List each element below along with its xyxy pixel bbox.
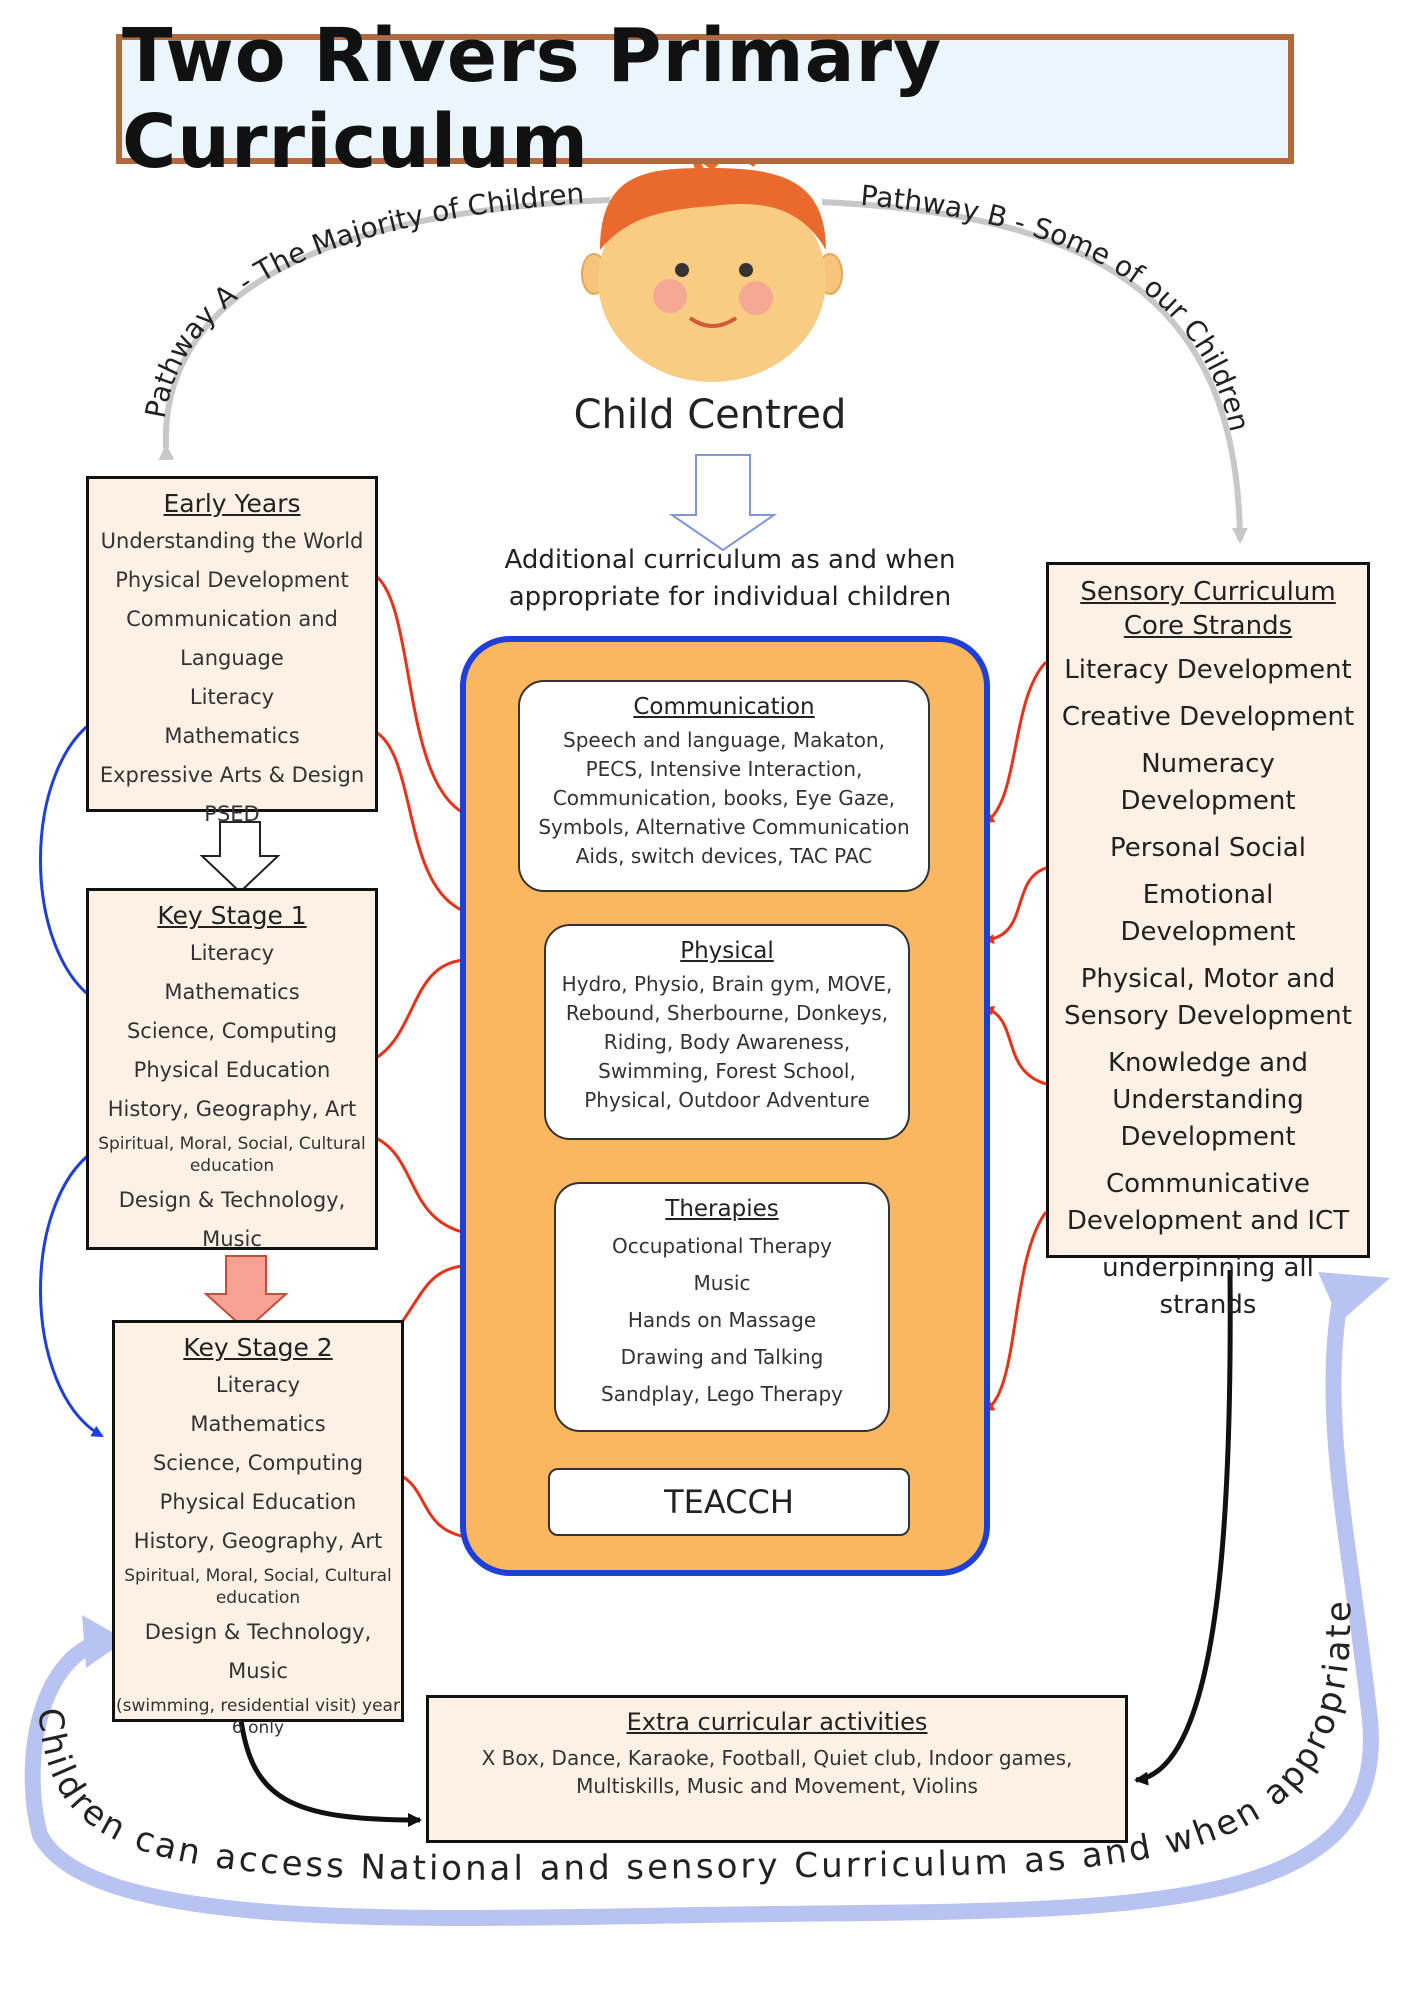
key-stage-1-box: Key Stage 1 Literacy Mathematics Science… bbox=[86, 888, 378, 1251]
therapies-card: Therapies Occupational Therapy Music Han… bbox=[554, 1182, 890, 1432]
key-stage-1-item: Mathematics bbox=[164, 980, 300, 1004]
additional-curriculum-panel: Communication Speech and language, Makat… bbox=[460, 636, 990, 1576]
early-years-item: Understanding the World bbox=[100, 529, 364, 553]
sensory-subheading: Core Strands bbox=[1123, 611, 1293, 641]
sensory-to-extra-arrow bbox=[1134, 1269, 1233, 1786]
down-arrow-icon bbox=[668, 454, 778, 552]
ks2-to-extra-arrow bbox=[237, 1711, 422, 1827]
communication-text: Speech and language, Makaton, PECS, Inte… bbox=[538, 728, 910, 868]
physical-text: Hydro, Physio, Brain gym, MOVE, Rebound,… bbox=[561, 972, 893, 1112]
communication-heading: Communication bbox=[633, 694, 815, 720]
sensory-item: Personal Social bbox=[1110, 833, 1306, 863]
page-title: Two Rivers Primary Curriculum bbox=[122, 13, 943, 185]
teacch-label: TEACCH bbox=[664, 1483, 794, 1521]
pathway-b-label: Pathway B - Some of our Children bbox=[859, 179, 1256, 435]
key-stage-2-item: Spiritual, Moral, Social, Cultural educa… bbox=[124, 1566, 392, 1608]
loop-arrowhead-right-icon bbox=[1318, 1272, 1390, 1322]
pathway-a-arrow bbox=[158, 197, 611, 461]
early-years-item: Expressive Arts & Design bbox=[99, 763, 365, 787]
sensory-item: Knowledge and Understanding Development bbox=[1107, 1048, 1309, 1152]
early-years-item: Mathematics bbox=[164, 724, 300, 748]
key-stage-2-item: Mathematics bbox=[190, 1412, 326, 1436]
pathway-a-label: Pathway A - The Majority of Children bbox=[139, 177, 586, 421]
sensory-item: Literacy Development bbox=[1064, 655, 1352, 685]
pathway-b-arrow bbox=[821, 199, 1248, 544]
key-stage-1-item: Literacy bbox=[189, 941, 275, 965]
key-stage-1-item: Spiritual, Moral, Social, Cultural educa… bbox=[98, 1134, 366, 1176]
key-stage-2-item: Physical Education bbox=[159, 1490, 357, 1514]
therapies-heading: Therapies bbox=[665, 1196, 779, 1222]
sensory-item: Numeracy Development bbox=[1120, 749, 1296, 816]
sensory-item: Physical, Motor and Sensory Development bbox=[1064, 964, 1352, 1031]
key-stage-2-heading: Key Stage 2 bbox=[183, 1333, 333, 1362]
therapies-item: Hands on Massage bbox=[627, 1308, 817, 1332]
key-stage-2-box: Key Stage 2 Literacy Mathematics Science… bbox=[112, 1320, 404, 1738]
ks1-to-ks2-arrow bbox=[203, 1255, 289, 1332]
loop-arrowhead-left-icon bbox=[82, 1615, 126, 1668]
key-stage-1-heading: Key Stage 1 bbox=[157, 901, 307, 930]
key-stage-1-item: History, Geography, Art bbox=[107, 1097, 357, 1121]
teacch-card: TEACCH bbox=[548, 1468, 910, 1536]
ks1-ks2-link-arrow bbox=[39, 1135, 114, 1438]
sensory-heading: Sensory Curriculum bbox=[1080, 577, 1336, 607]
key-stage-1-item: Design & Technology, Music bbox=[118, 1188, 346, 1251]
extra-curricular-heading: Extra curricular activities bbox=[626, 1708, 928, 1736]
early-years-box: Early Years Understanding the World Phys… bbox=[86, 476, 378, 826]
physical-heading: Physical bbox=[680, 938, 774, 964]
right-red-arrows bbox=[984, 660, 1048, 1412]
early-years-heading: Early Years bbox=[163, 489, 301, 518]
communication-card: Communication Speech and language, Makat… bbox=[518, 680, 930, 892]
sensory-curriculum-box: Sensory Curriculum Core Strands Literacy… bbox=[1046, 562, 1370, 1320]
child-face-icon bbox=[581, 151, 843, 382]
therapies-item: Sandplay, Lego Therapy bbox=[601, 1382, 843, 1406]
ey-ks1-link-arrow bbox=[39, 705, 114, 1006]
key-stage-2-item: (swimming, residential visit) year 6 onl… bbox=[116, 1696, 400, 1738]
sensory-item: Emotional Development bbox=[1120, 880, 1296, 947]
early-years-item: Literacy bbox=[189, 685, 275, 709]
early-years-item: Physical Development bbox=[115, 568, 349, 592]
extra-curricular-box: Extra curricular activities X Box, Dance… bbox=[426, 1695, 1128, 1843]
additional-curriculum-note: Additional curriculum as and when approp… bbox=[504, 545, 956, 612]
extra-curricular-text: X Box, Dance, Karaoke, Football, Quiet c… bbox=[481, 1746, 1073, 1798]
sensory-item: underpinning all strands bbox=[1102, 1253, 1314, 1320]
key-stage-2-item: Science, Computing bbox=[152, 1451, 364, 1475]
key-stage-2-item: Design & Technology, Music bbox=[144, 1620, 372, 1683]
therapies-item: Music bbox=[693, 1271, 751, 1295]
early-years-to-ks1-arrow bbox=[199, 821, 281, 894]
child-centred-label: Child Centred bbox=[573, 392, 847, 438]
key-stage-1-item: Physical Education bbox=[133, 1058, 331, 1082]
therapies-item: Drawing and Talking bbox=[620, 1345, 824, 1369]
title-banner: Two Rivers Primary Curriculum bbox=[116, 13, 1294, 185]
key-stage-2-item: History, Geography, Art bbox=[133, 1529, 383, 1553]
sensory-item: Communicative Development and ICT bbox=[1066, 1169, 1350, 1236]
key-stage-2-item: Literacy bbox=[215, 1373, 301, 1397]
early-years-item: PSED bbox=[204, 802, 260, 826]
early-years-item: Communication and Language bbox=[126, 607, 338, 670]
sensory-item: Creative Development bbox=[1061, 702, 1355, 732]
key-stage-1-item: Science, Computing bbox=[126, 1019, 338, 1043]
access-loop-arrow bbox=[24, 1292, 1379, 1926]
physical-card: Physical Hydro, Physio, Brain gym, MOVE,… bbox=[544, 924, 910, 1140]
therapies-item: Occupational Therapy bbox=[611, 1234, 833, 1258]
